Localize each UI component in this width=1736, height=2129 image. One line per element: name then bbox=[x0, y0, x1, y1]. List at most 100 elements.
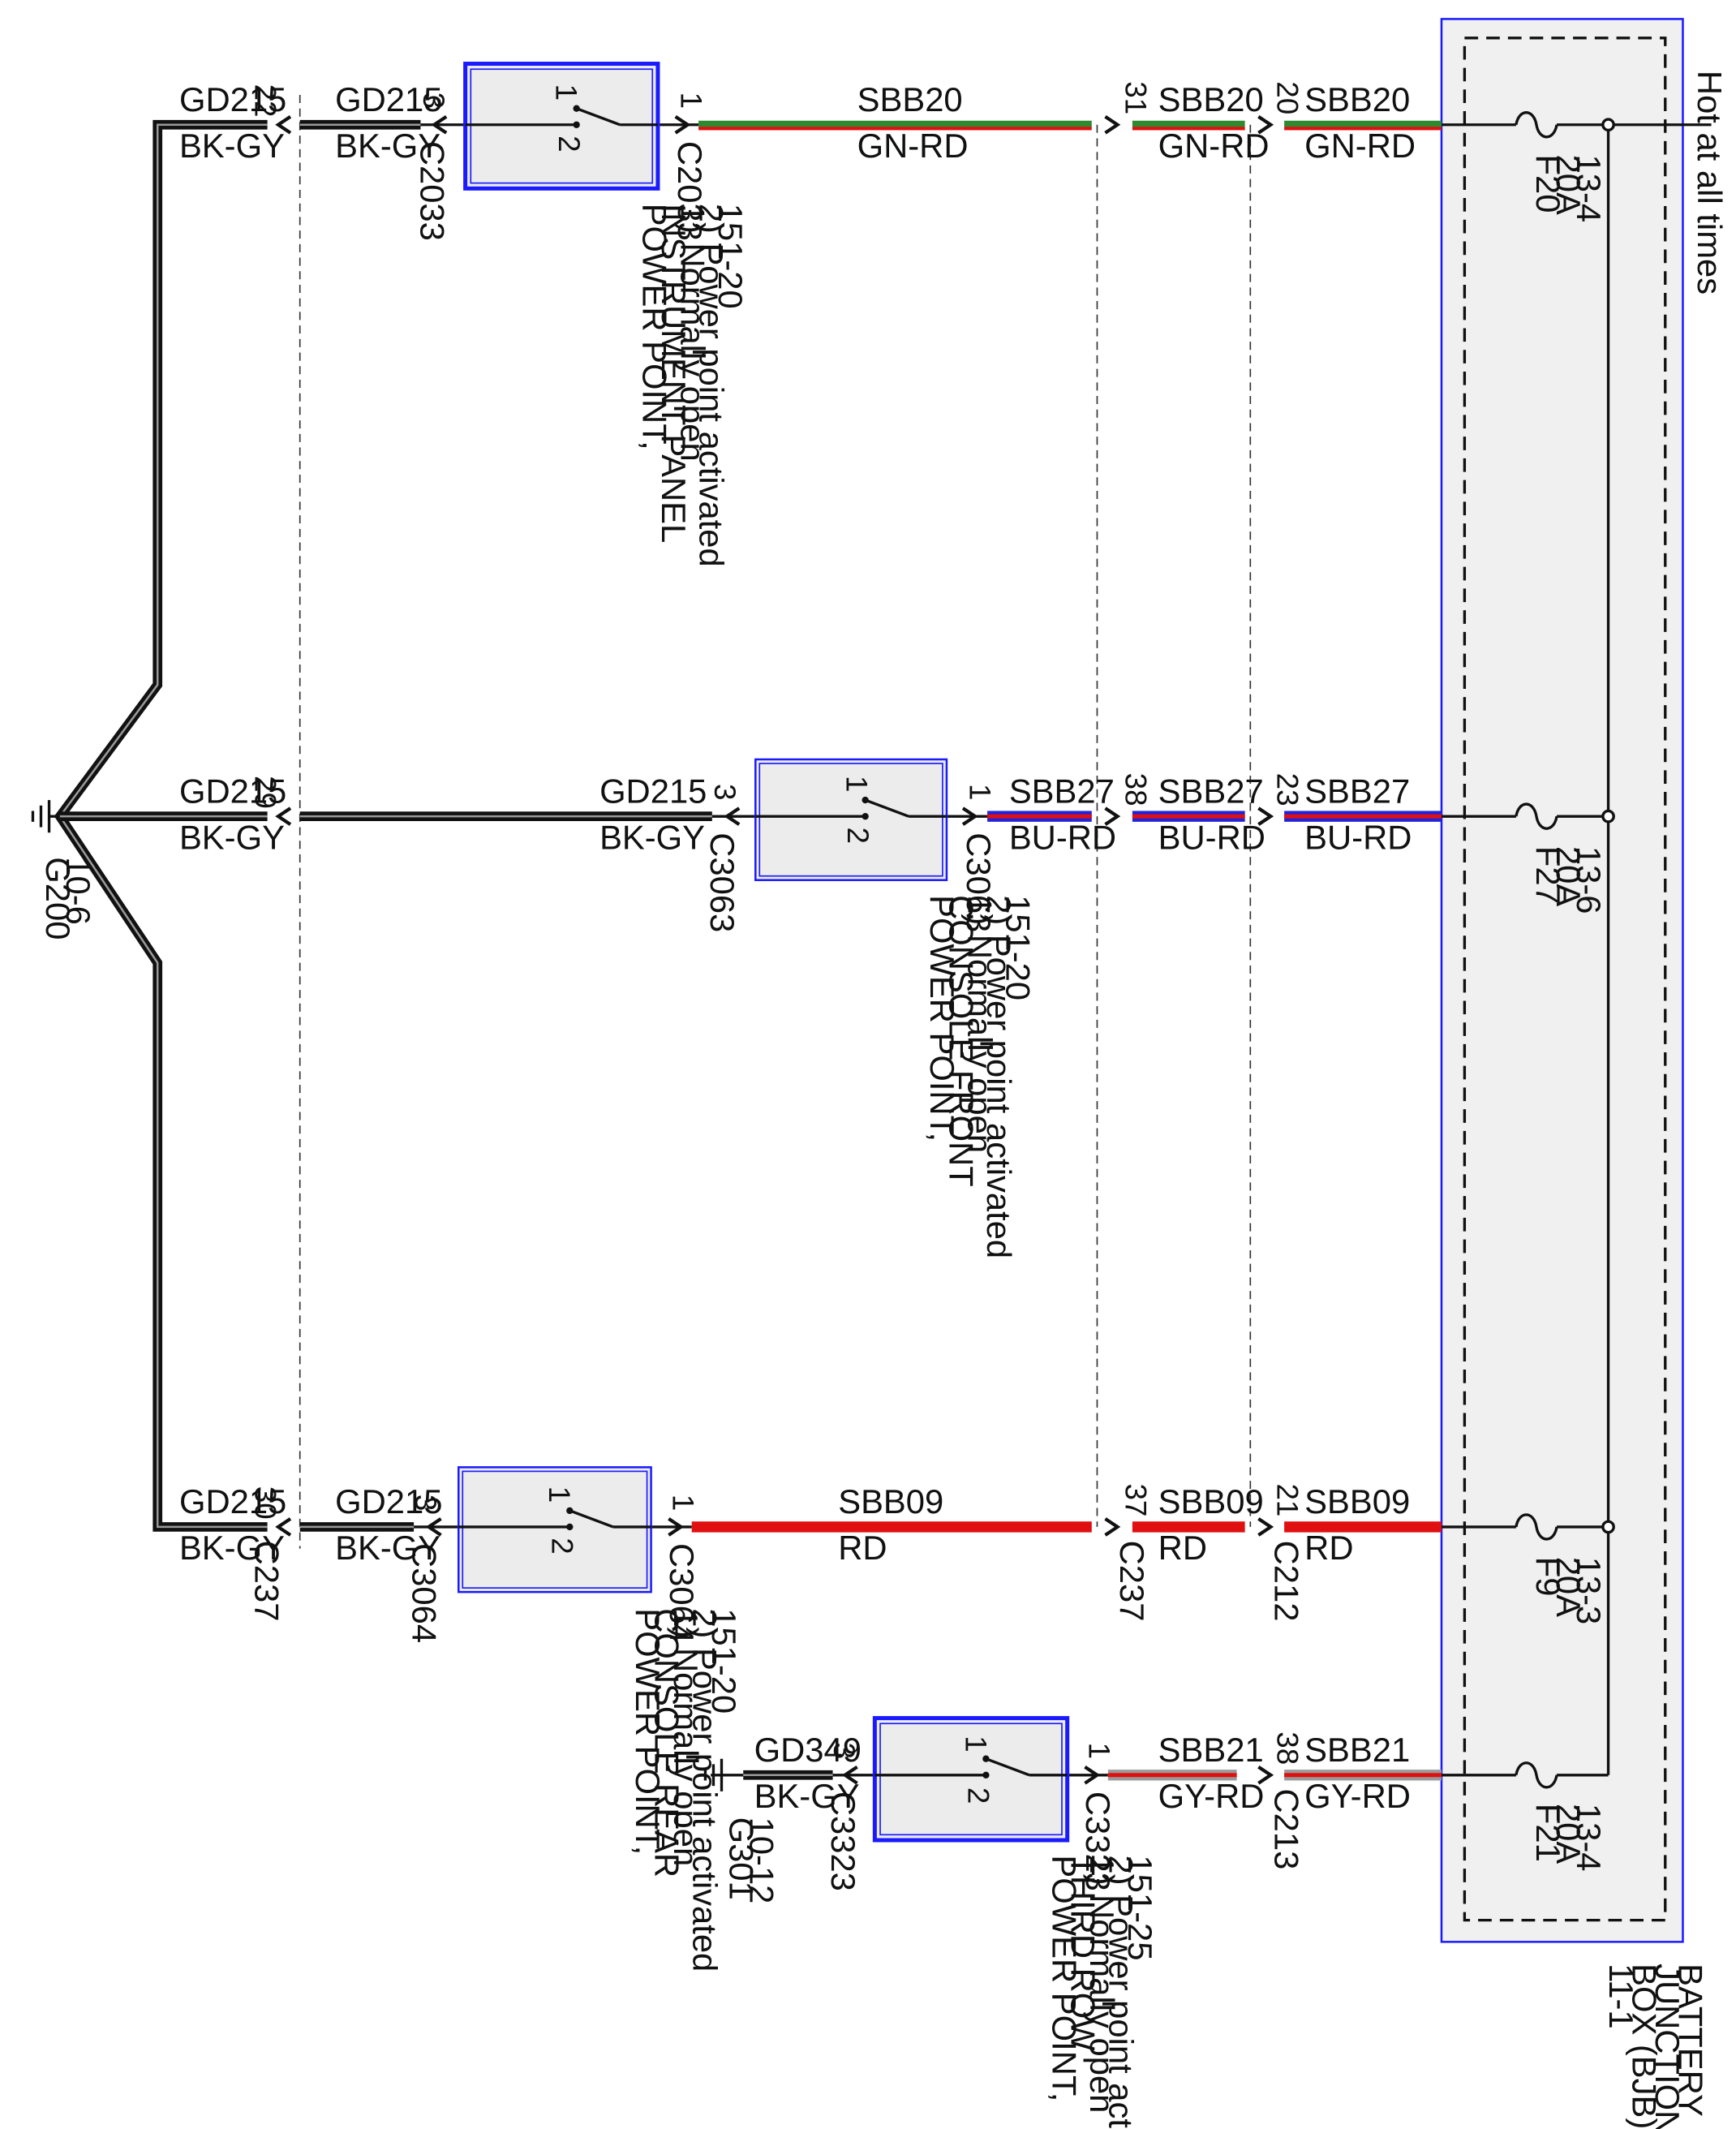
wire-color: BU-RD bbox=[1304, 818, 1412, 856]
switch-pin1-desc: 1) Normally open bbox=[961, 895, 999, 1153]
pin-number: 21 bbox=[1271, 1483, 1304, 1516]
wire-circuit: SBB21 bbox=[1304, 1731, 1410, 1769]
wire-color: GN-RD bbox=[1158, 127, 1270, 165]
wire-circuit: GD215 bbox=[179, 772, 286, 810]
pin-number: 3 bbox=[827, 1743, 861, 1759]
switch-ref: 151-20 bbox=[999, 895, 1037, 1000]
circuit-row-sbb27: 1 2 POWER POINT, CONSOLE FRONT 1) Normal… bbox=[179, 758, 1442, 1258]
pin-number: 3 bbox=[409, 1495, 442, 1511]
connector-id: C3063 bbox=[703, 832, 741, 932]
switch-console-front: 1 2 POWER POINT, CONSOLE FRONT 1) Normal… bbox=[754, 758, 1037, 1258]
fuse-icon bbox=[1515, 802, 1558, 830]
switch-third-row: 1 2 POWER POINT, THIRD ROW 1) Normally o… bbox=[872, 1716, 1159, 2129]
connector-arrow-icon bbox=[1257, 114, 1274, 135]
pin-number: 3 bbox=[417, 92, 450, 109]
wire-bu-rd bbox=[987, 811, 1442, 822]
fuse-id: F9 bbox=[1529, 1557, 1567, 1597]
connector-id: C3064 bbox=[405, 1543, 443, 1643]
ground-ref: 10-6 bbox=[59, 857, 97, 925]
connector-arrow-icon bbox=[1257, 806, 1274, 826]
switch-pin1: 1 bbox=[543, 1486, 576, 1503]
connector-id: C3323 bbox=[1079, 1791, 1117, 1891]
connector-arrow-icon bbox=[275, 114, 292, 135]
connector-boundaries bbox=[299, 94, 1252, 1549]
switch-title: POWER POINT, bbox=[1045, 1855, 1083, 2101]
switch-subtitle: THIRD ROW bbox=[1064, 1855, 1102, 2051]
wire-color: BK-GY bbox=[179, 127, 285, 165]
fuse-ref: 13-4 bbox=[1570, 1804, 1608, 1872]
connector-arrow-icon bbox=[724, 806, 741, 826]
fuse-f27: F27 20A 13-6 bbox=[1515, 802, 1608, 916]
svg-text:POWER POINT, INSTRUMEN: POWER POINT, INSTRUMENT PANEL 1) Normall… bbox=[636, 204, 750, 577]
switch-console-rear: 1 2 POWER POINT, CONSOLE REAR 1) Normall… bbox=[458, 1466, 743, 1981]
connector-arrow-icon bbox=[961, 806, 978, 826]
fuse-id: F27 bbox=[1529, 846, 1567, 905]
ground-harness-g200: G200 10-6 bbox=[31, 119, 268, 1532]
switch-instrument-panel: 1 2 POWER POINT, INSTRUMENT PANEL 1) Nor… bbox=[463, 62, 750, 577]
svg-text:BATTERY JUNCTION B: BATTERY JUNCTION BOX (BJB) 11-1 bbox=[1602, 1963, 1709, 2129]
bjb-title-line-2: JUNCTION bbox=[1648, 1963, 1687, 2129]
wire-gy-rd bbox=[1107, 1770, 1442, 1781]
svg-text:G200 10-6: G200 10-6 bbox=[39, 857, 97, 949]
connector-arrow-icon bbox=[1257, 1766, 1274, 1785]
fuse-id: F20 bbox=[1529, 155, 1567, 213]
bus-taps bbox=[1441, 123, 1712, 1777]
wire-circuit: SBB20 bbox=[857, 80, 963, 118]
switch-pin2-desc: 2) Power point activated bbox=[980, 895, 1018, 1258]
connector-arrow-icon bbox=[425, 1517, 442, 1537]
wire-color: RD bbox=[1304, 1529, 1353, 1567]
connector-arrow-icon bbox=[674, 114, 691, 135]
pin-number: 38 bbox=[1119, 773, 1153, 806]
wire-circuit: GD215 bbox=[335, 1482, 442, 1520]
connector-arrow-icon bbox=[668, 1517, 685, 1537]
svg-text:F27 20A 13-6: F27 20A 13-6 bbox=[1529, 846, 1608, 916]
pin-number: 38 bbox=[1271, 1731, 1304, 1765]
wire-circuit: SBB20 bbox=[1158, 80, 1264, 118]
wire-color: BK-GY bbox=[754, 1777, 860, 1815]
pin-number: 1 bbox=[963, 784, 996, 800]
switch-ref: 151-20 bbox=[711, 204, 750, 309]
circuit-row-sbb09: 1 2 POWER POINT, CONSOLE REAR 1) Normall… bbox=[179, 1466, 1442, 1981]
pin-number: 20 bbox=[1271, 81, 1304, 114]
wire-circuit: SBB21 bbox=[1158, 1731, 1264, 1769]
connector-arrow-icon bbox=[1104, 114, 1121, 135]
wire-color: BK-GY bbox=[179, 818, 285, 856]
wire-circuit: GD215 bbox=[179, 80, 286, 118]
connector-id: C237 bbox=[1113, 1541, 1151, 1622]
ground-g200-icon bbox=[31, 800, 60, 833]
switch-ref: 151-20 bbox=[705, 1608, 743, 1714]
pin-number: 29 bbox=[249, 776, 282, 809]
switch-title: POWER POINT, bbox=[636, 204, 674, 450]
pin-number: 30 bbox=[249, 1486, 282, 1520]
pin-number: 37 bbox=[1119, 1483, 1153, 1516]
bjb-title-line-3: BOX (BJB) bbox=[1626, 1963, 1664, 2129]
connector-arrow-icon bbox=[1104, 806, 1121, 826]
bjb-ref: 11-1 bbox=[1602, 1963, 1640, 2029]
wire-color: BK-GY bbox=[335, 127, 440, 165]
pin-number: 22 bbox=[249, 84, 282, 118]
switch-pin2-desc: 2) Power point activated bbox=[693, 204, 731, 567]
switch-pin1: 1 bbox=[959, 1735, 992, 1752]
svg-text:G301 10-12: G301 10-12 bbox=[723, 1817, 781, 1910]
pin-number: 3 bbox=[708, 784, 741, 800]
connector-id: C3064 bbox=[663, 1543, 701, 1643]
switch-pin2-desc: 2) Power point activated bbox=[685, 1608, 724, 1972]
wire-color: GN-RD bbox=[1304, 127, 1416, 165]
ground-ref: 10-12 bbox=[743, 1817, 781, 1904]
connector-id: C212 bbox=[1267, 1541, 1305, 1622]
pin-number: 1 bbox=[674, 92, 707, 109]
switch-pin1-desc: 1) Normally open bbox=[667, 1608, 705, 1866]
switch-pin1: 1 bbox=[840, 776, 873, 792]
svg-text:POWER POINT, CONSOLE R: POWER POINT, CONSOLE REAR 1) Normally op… bbox=[629, 1608, 743, 1981]
pin-number: 1 bbox=[1082, 1743, 1115, 1759]
connector-arrow-icon bbox=[275, 806, 292, 826]
switch-pin2-desc: 2) Power point activated bbox=[1102, 1855, 1140, 2129]
hot-at-all-times-label: Hot at all times bbox=[1691, 71, 1729, 295]
wire-color: GY-RD bbox=[1304, 1777, 1411, 1815]
wire-color: RD bbox=[1158, 1529, 1207, 1567]
fuse-rating: 20A bbox=[1549, 846, 1588, 906]
connector-id: C2033 bbox=[671, 141, 709, 241]
pin-number: 23 bbox=[1271, 773, 1304, 806]
connector-id: C2033 bbox=[413, 141, 451, 241]
